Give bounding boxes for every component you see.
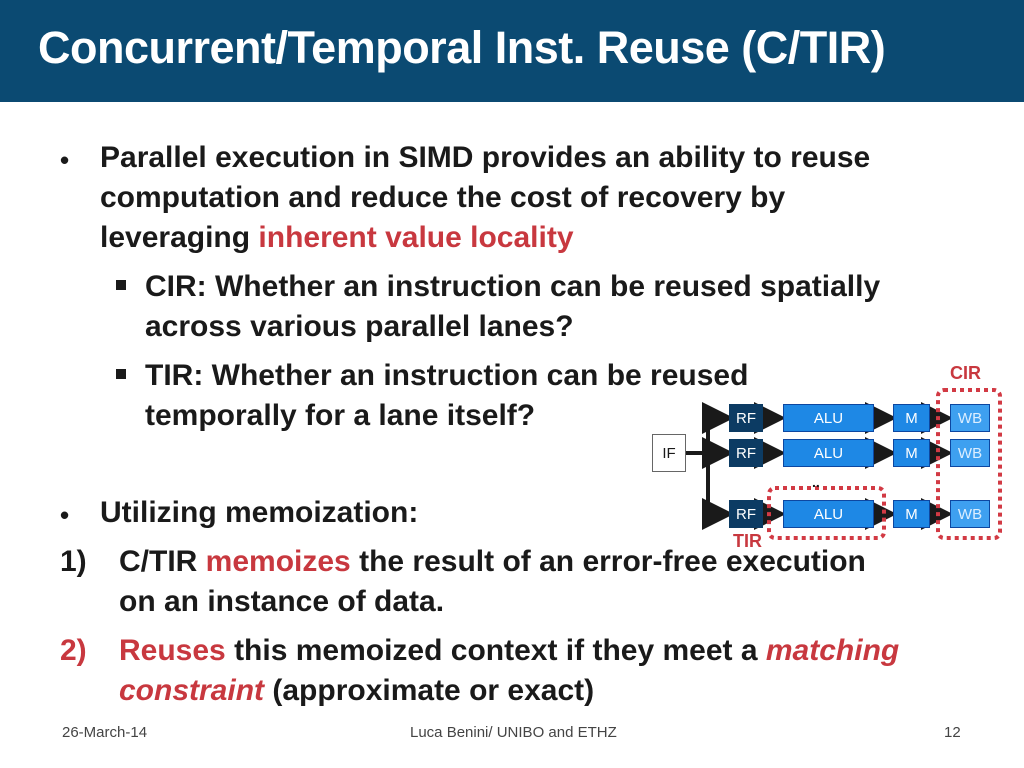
slide-title: Concurrent/Temporal Inst. Reuse (C/TIR)	[38, 22, 886, 73]
bullet-dot: •	[60, 145, 70, 175]
page-number: 12	[944, 724, 961, 741]
bullet1-line3: leveraging inherent value locality	[100, 218, 574, 258]
rf-box: RF	[729, 500, 763, 528]
lane-ellipsis: ..	[812, 474, 820, 490]
item1-rest: the result of an error-free execution	[350, 545, 866, 578]
rf-box: RF	[729, 404, 763, 432]
matching-highlight: matching	[765, 634, 900, 667]
alu-box: ALU	[783, 439, 874, 467]
item2-rest: this memoized context if they meet a	[225, 634, 766, 667]
bullet2-text: Utilizing memoization:	[100, 496, 419, 529]
item2-line2-rest: (approximate or exact)	[264, 674, 595, 707]
cir-label: CIR	[950, 363, 981, 383]
if-box: IF	[652, 434, 686, 472]
constraint-highlight: constraint	[119, 674, 265, 707]
footer-date: 26-March-14	[62, 724, 148, 741]
cir-line2: across various parallel lanes?	[145, 310, 574, 343]
bullet1-line1: Parallel execution in SIMD provides an a…	[100, 141, 871, 174]
item2-line2: constraint (approximate or exact)	[119, 671, 594, 711]
reuses-highlight: Reuses	[119, 634, 226, 667]
item1-line1: C/TIR memoizes the result of an error-fr…	[119, 542, 866, 582]
wb-box: WB	[950, 439, 990, 467]
item1-line2: on an instance of data.	[119, 585, 445, 618]
footer-author: Luca Benini/ UNIBO and ETHZ	[410, 724, 617, 741]
title-bar: Concurrent/Temporal Inst. Reuse (C/TIR)	[0, 0, 1024, 102]
bullet-dot: •	[60, 500, 70, 530]
m-box: M	[893, 500, 930, 528]
item2-line1: Reuses this memoized context if they mee…	[119, 631, 899, 671]
wb-box: WB	[950, 500, 990, 528]
item1-number: 1)	[60, 545, 87, 578]
alu-box: ALU	[783, 500, 874, 528]
alu-box: ALU	[783, 404, 874, 432]
tir-line1: TIR: Whether an instruction can be reuse…	[145, 359, 749, 392]
bullet1-line3-prefix: leveraging	[100, 221, 259, 254]
m-box: M	[893, 439, 930, 467]
item2-number: 2)	[60, 634, 87, 667]
m-box: M	[893, 404, 930, 432]
cir-line1: CIR: Whether an instruction can be reuse…	[145, 270, 881, 303]
square-bullet-icon	[116, 369, 126, 379]
wb-box: WB	[950, 404, 990, 432]
item1-prefix: C/TIR	[119, 545, 206, 578]
memoizes-highlight: memoizes	[205, 545, 351, 578]
tir-line2: temporally for a lane itself?	[145, 399, 536, 432]
rf-box: RF	[729, 439, 763, 467]
square-bullet-icon	[116, 280, 126, 290]
tir-label: TIR	[733, 531, 762, 551]
bullet1-line2: computation and reduce the cost of recov…	[100, 181, 786, 214]
inherent-value-locality-highlight: inherent value locality	[258, 221, 574, 254]
